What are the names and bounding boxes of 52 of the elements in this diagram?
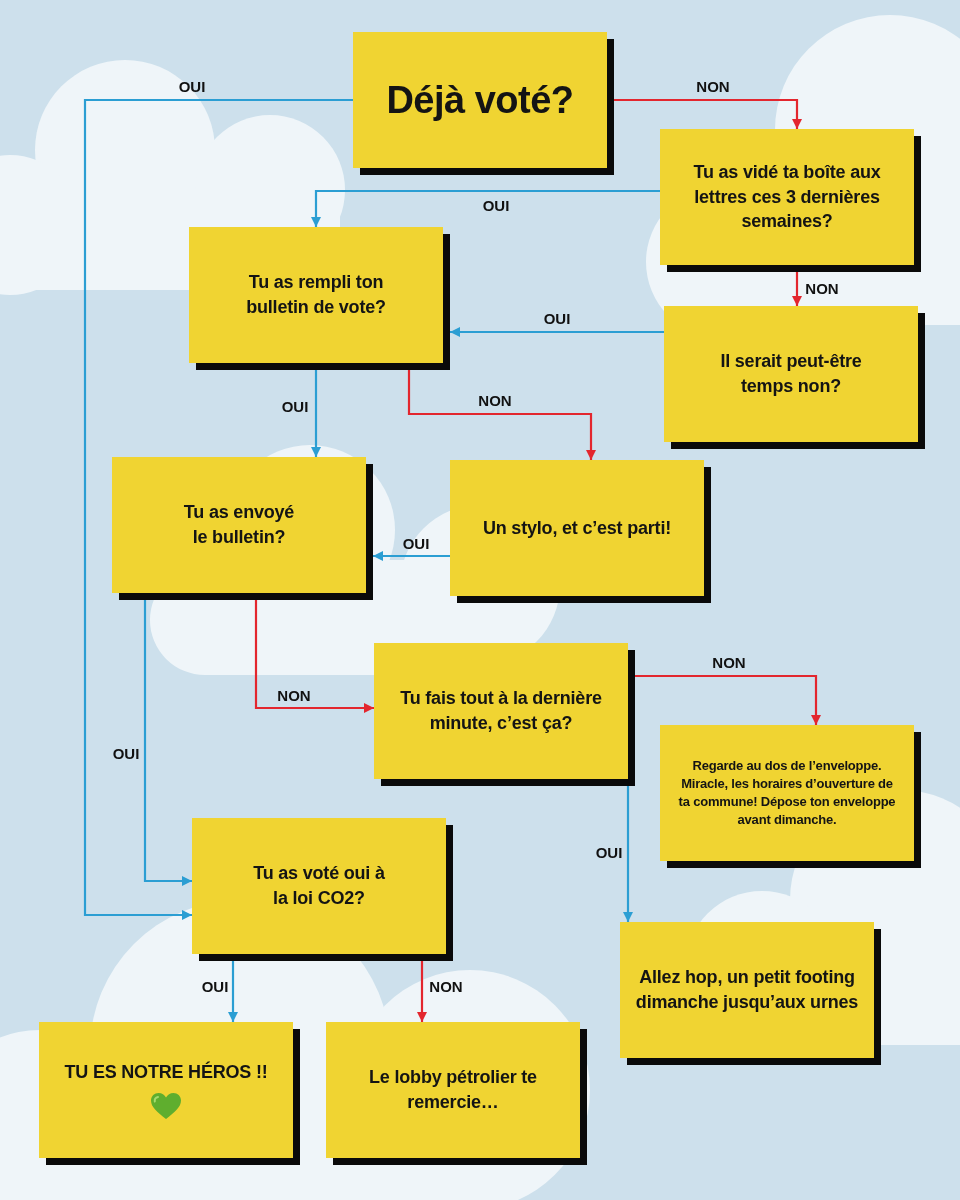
edge-label: OUI <box>112 745 140 761</box>
step-text: Tu as rempli ton bulletin de vote? <box>245 271 387 319</box>
edge-label: OUI <box>281 398 309 414</box>
arrow <box>407 370 596 460</box>
arrow <box>83 98 353 920</box>
step-text: Regarde au dos de l’enveloppe. Miracle, les horaires d’ouverture de ta commune! Dépose ton enveloppe avant dimanche. <box>677 757 897 829</box>
edge-label: NON <box>478 392 512 408</box>
step-text: Tu as voté oui à la loi CO2? <box>252 862 386 910</box>
edge-label: OUI <box>178 78 206 94</box>
step-text: TU ES NOTRE HÉROS !! <box>64 1060 268 1085</box>
arrow <box>635 674 821 725</box>
process-box <box>664 306 925 449</box>
edge-label: OUI <box>543 310 571 326</box>
edge-label: NON <box>805 280 839 296</box>
edge-label: OUI <box>402 535 430 551</box>
process-box <box>660 725 921 868</box>
arrow <box>254 600 374 713</box>
edge-label: NON <box>277 687 311 703</box>
edge-label: OUI <box>595 844 623 860</box>
arrow <box>311 189 660 227</box>
process-box <box>660 129 921 272</box>
edge-label: NON <box>712 654 746 670</box>
edge-label: NON <box>429 978 463 994</box>
process-box <box>39 1022 300 1165</box>
edge-label: NON <box>696 78 730 94</box>
step-text: Il serait peut-être temps non? <box>719 350 863 398</box>
process-box <box>353 32 614 175</box>
arrow <box>623 786 633 922</box>
step-text: Allez hop, un petit footing dimanche jusqu’aux urnes <box>634 966 860 1014</box>
arrow <box>311 370 321 457</box>
arrow <box>417 961 427 1022</box>
process-box <box>192 818 453 961</box>
arrow <box>450 327 664 337</box>
edge-label: OUI <box>201 978 229 994</box>
step-text: Tu as vidé ta boîte aux lettres ces 3 dernières semaines? <box>692 160 882 234</box>
process-box <box>189 227 450 370</box>
process-box <box>620 922 881 1065</box>
arrow <box>373 551 450 561</box>
arrow <box>228 961 238 1022</box>
process-box <box>450 460 711 603</box>
process-box <box>374 643 635 786</box>
step-text: Un stylo, et c’est parti! <box>482 516 671 540</box>
step-text: Tu fais tout à la dernière minute, c’est ça? <box>399 687 603 735</box>
process-box <box>112 457 373 600</box>
process-box <box>326 1022 587 1165</box>
edge-label: OUI <box>482 197 510 213</box>
step-text: Déjà voté? <box>386 77 574 123</box>
arrow <box>792 272 802 306</box>
arrow <box>614 98 802 129</box>
step-text: Tu as envoyé le bulletin? <box>182 501 296 549</box>
arrow <box>143 600 192 886</box>
step-text: Le lobby pétrolier te remercie… <box>369 1066 537 1114</box>
